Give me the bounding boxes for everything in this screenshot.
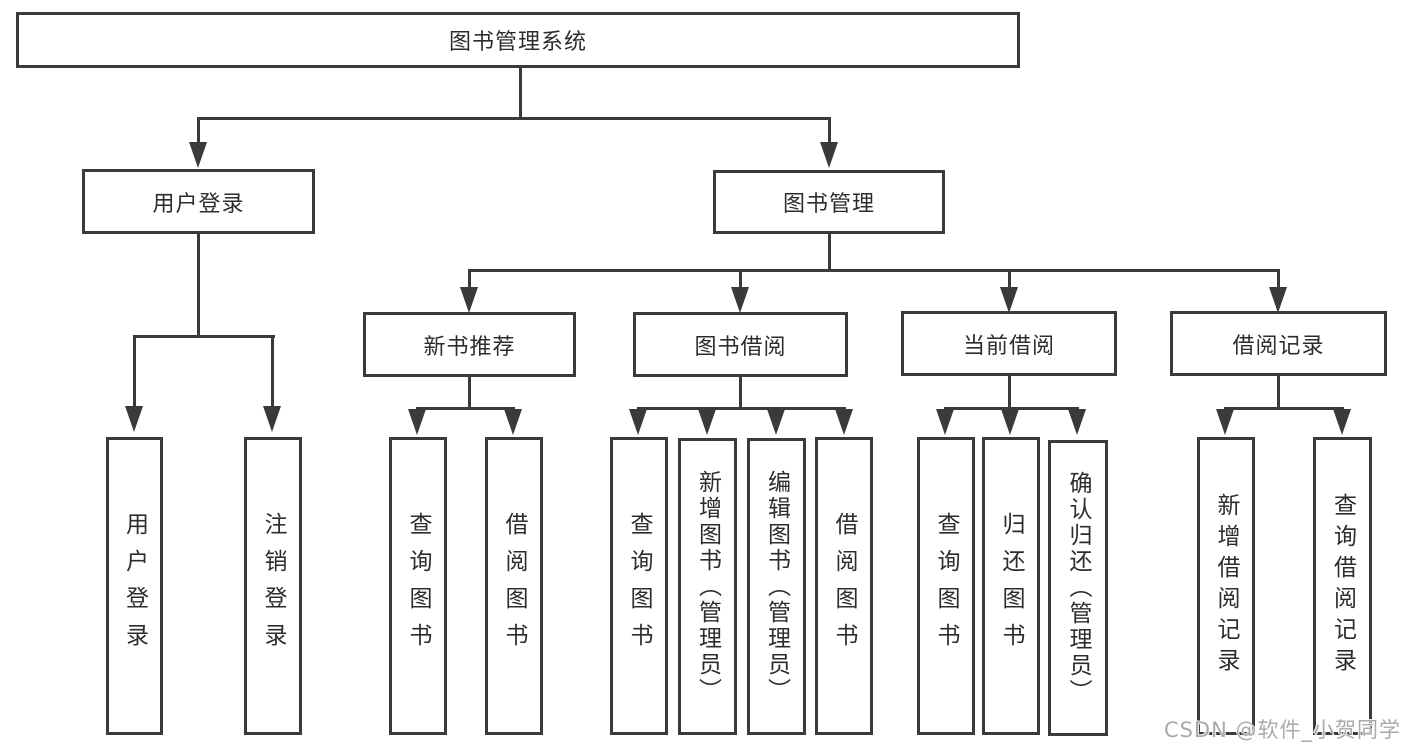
connector-new-books-arrow-stem	[468, 271, 471, 289]
node-user-login: 用户登录	[82, 169, 315, 234]
node-root-system: 图书管理系统	[16, 12, 1020, 68]
connector-book-mgmt-stem	[828, 233, 831, 271]
connector-borrow-records-stem	[1277, 375, 1280, 409]
leaf-borrow-books: 借阅图书	[815, 437, 873, 735]
connector-user-login-branch	[133, 335, 275, 338]
connector-level2-branch	[197, 117, 831, 120]
node-new-book-recommend: 新书推荐	[363, 312, 576, 377]
connector-book-borrow-stem	[739, 376, 742, 409]
arrowhead-leaf-c1	[629, 409, 647, 435]
leaf-confirm-return-admin: 确认归还（管理员）	[1048, 440, 1108, 736]
arrowhead-borrow-records	[1269, 287, 1287, 313]
arrowhead-leaf-c4	[835, 409, 853, 435]
arrowhead-leaf-e1	[1216, 409, 1234, 435]
arrowhead-user-login	[189, 142, 207, 168]
arrowhead-leaf-c3	[767, 409, 785, 435]
connector-new-books-leaf-branch	[416, 407, 515, 410]
node-borrow-records: 借阅记录	[1170, 311, 1387, 376]
arrowhead-logout-leaf	[263, 406, 281, 432]
arrowhead-book-mgmt	[820, 142, 838, 168]
csdn-watermark: CSDN @软件_小贺同学	[1163, 718, 1401, 742]
leaf-query-books-recommend: 查询图书	[389, 437, 447, 735]
connector-login-leaf-stem	[133, 337, 136, 407]
arrowhead-book-borrow	[731, 287, 749, 313]
connector-borrow-records-leaf-branch	[1224, 407, 1344, 410]
leaf-return-books: 归还图书	[982, 437, 1040, 735]
node-current-borrowing: 当前借阅	[901, 311, 1117, 376]
connector-user-login-arrow-stem	[197, 119, 200, 143]
leaf-logout: 注销登录	[244, 437, 302, 735]
connector-new-books-stem	[468, 376, 471, 409]
connector-book-borrow-leaf-branch	[637, 407, 846, 410]
connector-root-stem	[519, 67, 522, 119]
connector-current-borrow-leaf-branch	[944, 407, 1079, 410]
leaf-query-books-borrowing: 查询图书	[610, 437, 668, 735]
leaf-edit-books-admin: 编辑图书（管理员）	[747, 438, 806, 735]
node-book-borrowing: 图书借阅	[633, 312, 848, 377]
connector-book-mgmt-arrow-stem	[828, 119, 831, 143]
arrowhead-leaf-d2	[1001, 409, 1019, 435]
connector-borrow-records-arrow-stem	[1277, 271, 1280, 289]
arrowhead-leaf-b2	[504, 409, 522, 435]
arrowhead-leaf-b1	[408, 409, 426, 435]
connector-user-login-stem	[197, 233, 200, 337]
node-book-management: 图书管理	[713, 170, 945, 234]
connector-book-borrow-arrow-stem	[739, 271, 742, 289]
leaf-add-books-admin: 新增图书（管理员）	[678, 438, 737, 735]
leaf-borrow-books-recommend: 借阅图书	[485, 437, 543, 735]
leaf-query-books-current: 查询图书	[917, 437, 975, 735]
connector-current-borrow-stem	[1008, 375, 1011, 409]
arrowhead-login-leaf	[125, 406, 143, 432]
connector-logout-leaf-stem	[271, 337, 274, 407]
arrowhead-leaf-d3	[1068, 409, 1086, 435]
arrowhead-leaf-e2	[1333, 409, 1351, 435]
connector-level3-branch	[468, 269, 1280, 272]
arrowhead-new-books	[460, 287, 478, 313]
leaf-user-login: 用户登录	[106, 437, 163, 735]
arrowhead-leaf-c2	[698, 409, 716, 435]
leaf-query-borrow-record: 查询借阅记录	[1313, 437, 1372, 735]
arrowhead-current-borrow	[1000, 287, 1018, 313]
leaf-add-borrow-record: 新增借阅记录	[1197, 437, 1255, 735]
connector-current-borrow-arrow-stem	[1008, 271, 1011, 289]
arrowhead-leaf-d1	[936, 409, 954, 435]
